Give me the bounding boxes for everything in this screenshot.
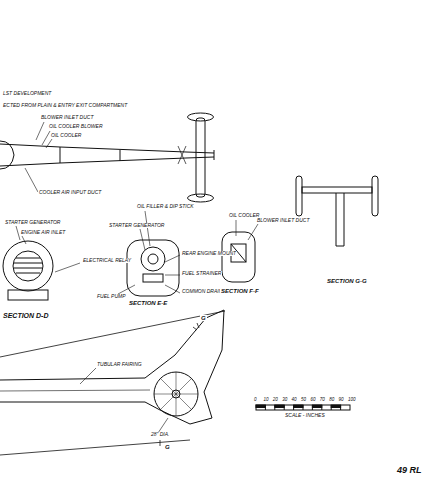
scale-number: 40	[291, 398, 298, 403]
scale-number: 70	[319, 398, 326, 403]
callout-label: G	[200, 315, 207, 321]
callout-label: COOLER AIR INPUT DUCT	[38, 190, 102, 195]
top-view	[0, 113, 214, 202]
callout-label: REAR ENGINE MOUNT	[181, 251, 237, 256]
callout-label: OIL COOLER	[50, 133, 82, 138]
callout-label: FUEL STRAINER	[181, 271, 222, 276]
callout-label: ELECTRICAL RELAY	[82, 258, 132, 263]
section-d-d	[3, 241, 53, 300]
side-view	[0, 310, 225, 455]
callout-label: OIL FILLER & DIP STICK	[136, 204, 195, 209]
leader-lines	[16, 122, 258, 433]
scale-number: 10	[262, 398, 269, 403]
callout-label: FUEL PUMP	[96, 294, 127, 299]
scale-bar	[256, 405, 350, 410]
callout-label: TUBULAR FAIRING	[96, 362, 143, 367]
callout-label: ENGINE AIR INLET	[20, 230, 66, 235]
scale-number: 50	[300, 398, 307, 403]
callout-label: SECTION G-G	[326, 278, 368, 284]
scale-number: 60	[309, 398, 316, 403]
scale-number: 90	[338, 398, 345, 403]
section-f-f	[222, 232, 255, 282]
callout-label: BLOWER INLET DUCT	[256, 218, 311, 223]
callout-label: OIL COOLER BLOWER	[48, 124, 104, 129]
section-e-e	[127, 240, 179, 296]
callout-label: SECTION D-D	[2, 312, 50, 319]
section-g-g	[296, 176, 378, 246]
scale-number: 100	[347, 398, 357, 403]
callout-label: SECTION E-E	[128, 300, 168, 306]
scale-number: 0	[253, 398, 258, 403]
callout-label: SCALE - INCHES	[284, 413, 326, 418]
callout-label: 49 RL	[396, 466, 423, 475]
callout-label: STARTER GENERATOR	[4, 220, 61, 225]
callout-label: G	[164, 444, 171, 450]
callout-label: BLOWER INLET DUCT	[40, 115, 95, 120]
callout-label: ECTED FROM PLAIN & ENTRY EXIT COMPARTMEN…	[2, 103, 128, 108]
scale-number: 30	[281, 398, 288, 403]
callout-label: LST DEVELOPMENT	[2, 91, 52, 96]
callout-label: 28" DIA.	[150, 432, 170, 437]
scale-number: 80	[328, 398, 335, 403]
callout-label: STARTER GENERATOR	[108, 223, 165, 228]
scale-number: 20	[272, 398, 279, 403]
callout-label: SECTION F-F	[220, 288, 260, 294]
